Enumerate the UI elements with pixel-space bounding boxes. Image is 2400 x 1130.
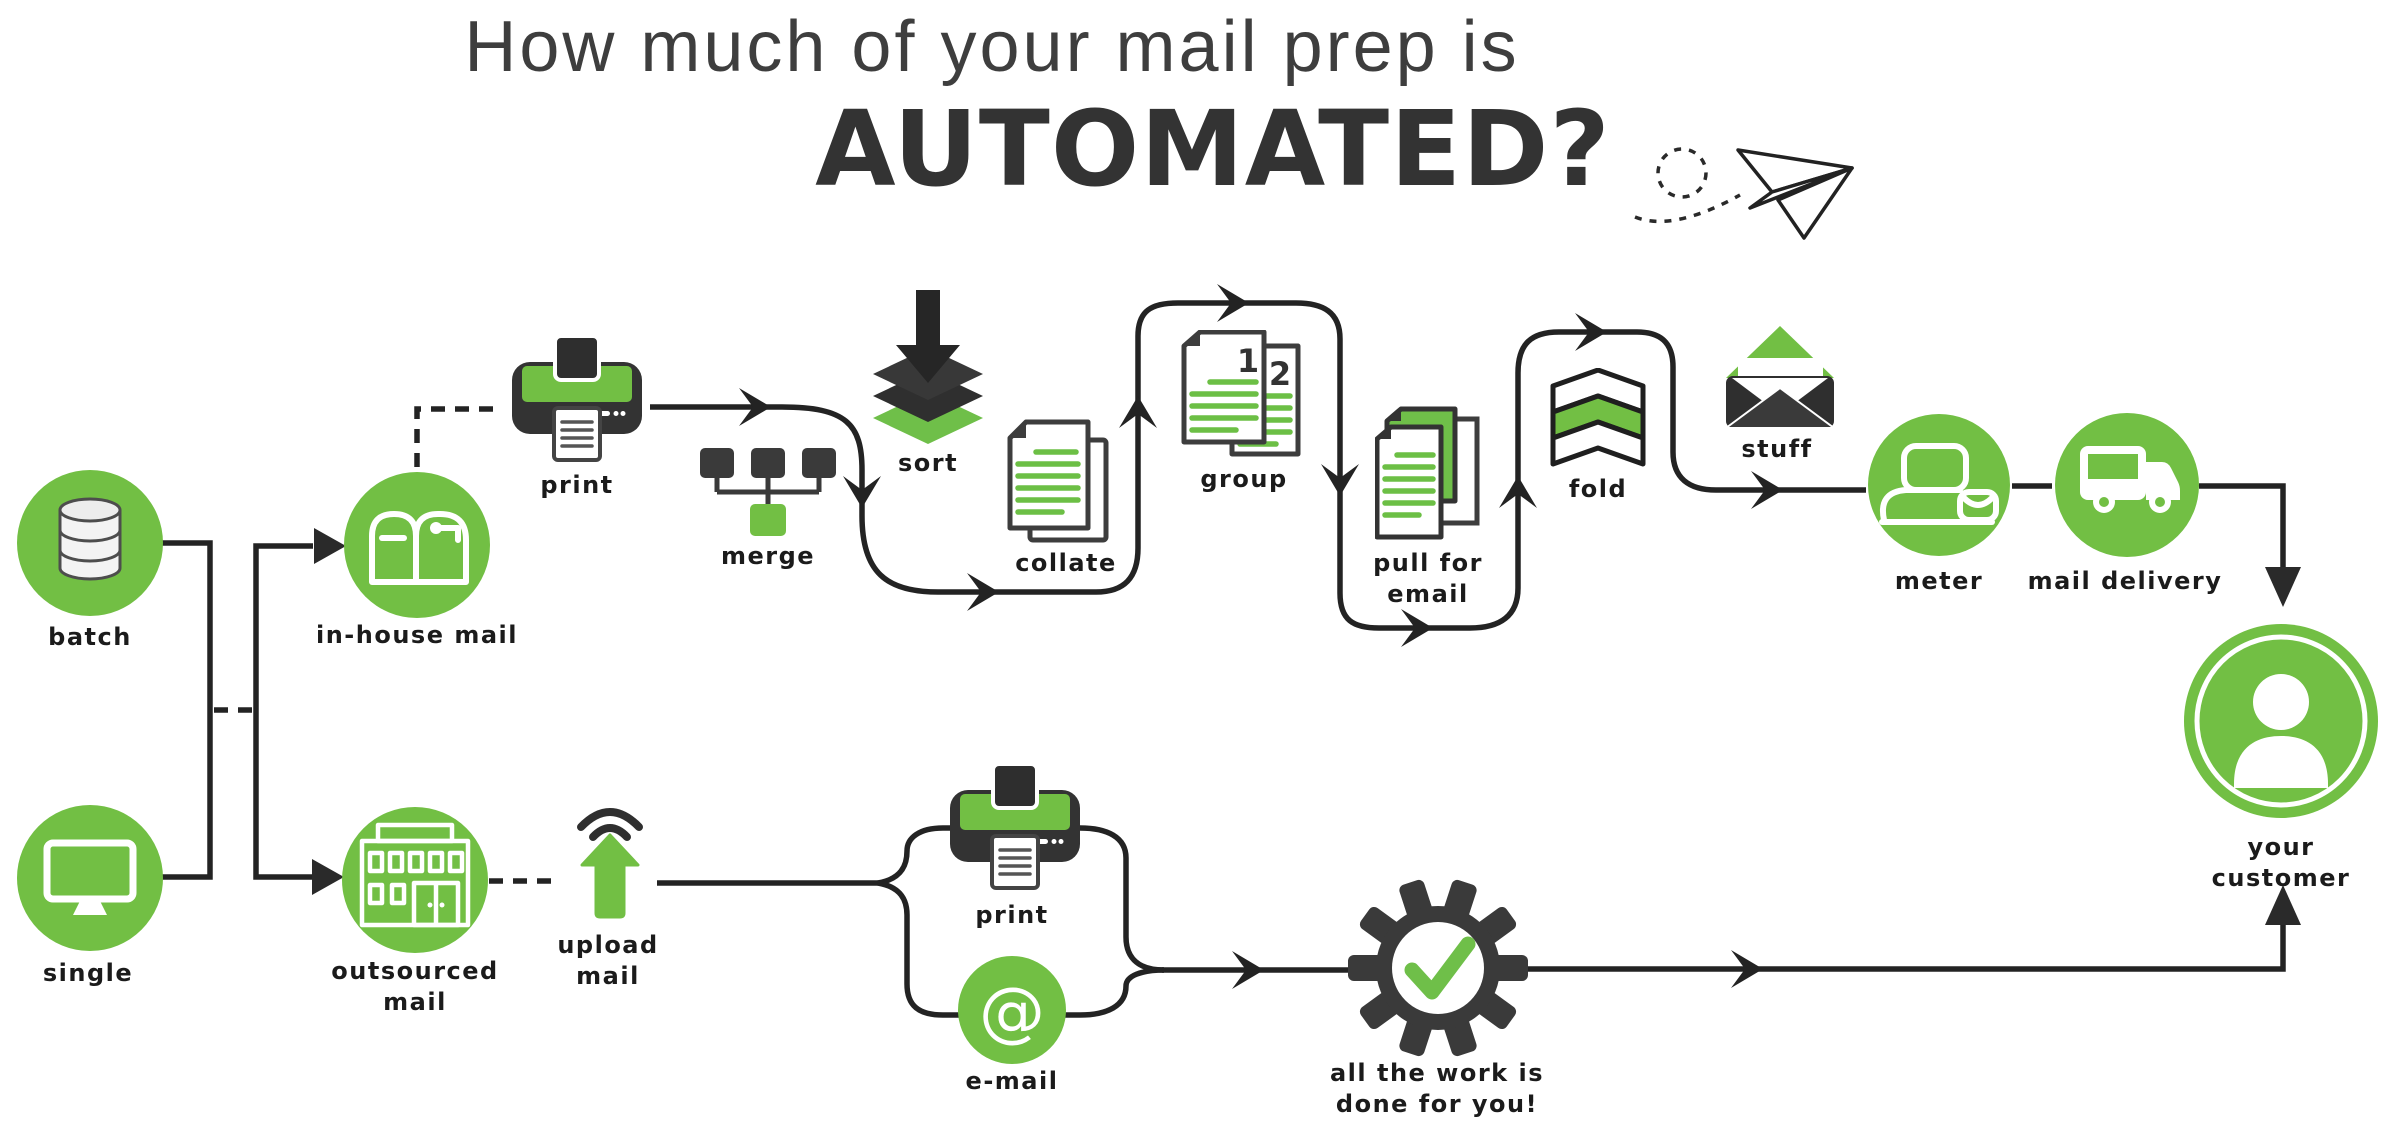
email-label: e-mail [965, 1067, 1059, 1095]
meter-label: meter [1894, 567, 1984, 595]
at-sign-icon: @ [958, 956, 1066, 1064]
documents-icon [1007, 419, 1109, 543]
upload-arrow-icon [577, 808, 643, 919]
fold-label: fold [1568, 475, 1628, 503]
print-bottom-label: print [975, 901, 1049, 929]
group-doc2-number: 2 [1269, 355, 1291, 393]
gear-check-icon [1348, 879, 1528, 1057]
paper-plane-icon [1634, 147, 1854, 240]
outsourced-mail-label: outsourced mail [331, 957, 499, 1016]
person-icon [2184, 624, 2378, 818]
envelope-icon [1722, 326, 1838, 429]
chevron-arrows [739, 284, 1783, 989]
page-title-line1: How much of your mail prep is [464, 7, 1520, 87]
batch-label: batch [48, 623, 132, 651]
database-icon [17, 470, 163, 616]
stack-arrow-icon [873, 290, 983, 444]
merge-label: merge [720, 542, 816, 570]
print-top-label: print [540, 471, 614, 499]
merge-tree-icon [700, 448, 836, 536]
zfold-paper-icon [1550, 368, 1646, 467]
triangle-arrows [312, 528, 2301, 925]
your-customer-label: your customer [2211, 833, 2351, 892]
mail-delivery-label: mail delivery [2027, 567, 2223, 595]
sort-label: sort [897, 449, 959, 477]
group-label: group [1200, 465, 1288, 493]
postage-meter-icon [1868, 414, 2010, 556]
document-stack-icon [1375, 406, 1480, 540]
building-icon [342, 807, 488, 953]
printer-icon [512, 334, 642, 462]
pull-for-email-label: pull for email [1373, 549, 1483, 608]
numbered-documents-icon: 2 1 [1181, 330, 1301, 457]
single-label: single [42, 959, 134, 987]
at-symbol-glyph: @ [979, 973, 1045, 1050]
done-for-you-label: all the work is done for you! [1329, 1059, 1545, 1118]
in-house-mail-label: in-house mail [315, 621, 519, 649]
upload-mail-label: upload mail [557, 931, 659, 990]
mailbox-icon [344, 472, 490, 618]
monitor-icon [17, 805, 163, 951]
stuff-label: stuff [1741, 435, 1813, 463]
truck-icon [2055, 413, 2199, 557]
page-title-line2: AUTOMATED? [815, 88, 1611, 210]
collate-label: collate [1015, 549, 1117, 577]
group-doc1-number: 1 [1237, 342, 1259, 380]
printer-icon [950, 762, 1080, 890]
